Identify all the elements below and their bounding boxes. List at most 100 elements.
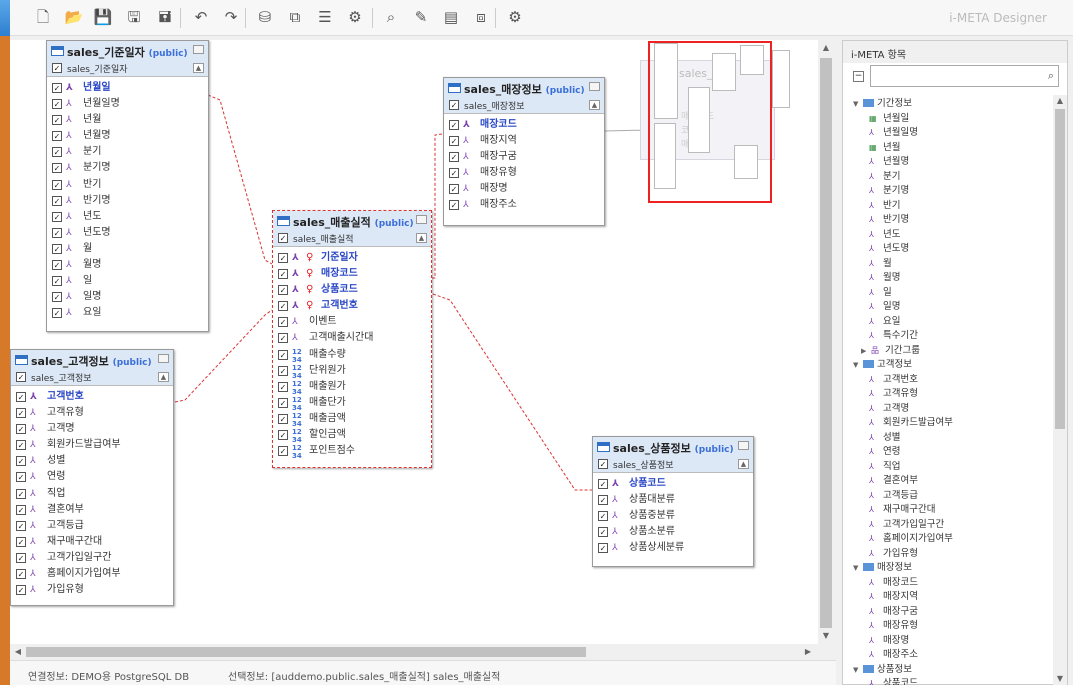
tree-item[interactable]: ▦년월	[869, 141, 900, 156]
table-header[interactable]: sales_상품정보 (public)	[593, 437, 753, 456]
column-row[interactable]: ✓⅄일명	[47, 289, 208, 305]
tree-item[interactable]: ⅄고객등급	[869, 489, 918, 504]
column-row[interactable]: ✓⅄가입유형	[11, 582, 173, 598]
column-row[interactable]: ✓⅄♀고객번호	[273, 298, 431, 314]
column-row[interactable]: ✓⅄고객명	[11, 421, 173, 437]
column-checkbox[interactable]: ✓	[278, 349, 288, 360]
table-checkbox[interactable]: ✓	[449, 100, 459, 110]
table-checkbox[interactable]: ✓	[52, 63, 62, 73]
column-row[interactable]: ✓⅄직업	[11, 486, 173, 502]
column-checkbox[interactable]: ✓	[449, 136, 459, 147]
tree-item[interactable]: ⅄일	[869, 286, 892, 301]
column-checkbox[interactable]: ✓	[278, 413, 288, 424]
column-checkbox[interactable]: ✓	[52, 195, 62, 206]
column-row[interactable]: ✓⅄매장지역	[444, 133, 604, 149]
column-row[interactable]: ✓⅄년월명	[47, 128, 208, 144]
table-date[interactable]: sales_기준일자 (public)✓sales_기준일자▲✓⅄년월일✓⅄년월…	[46, 40, 209, 332]
column-checkbox[interactable]: ✓	[16, 585, 26, 596]
column-row[interactable]: ✓⅄상품상세분류	[593, 540, 753, 556]
tree-item[interactable]: ⅄년도명	[869, 242, 909, 257]
tree-item[interactable]: ⅄성별	[869, 431, 900, 446]
column-checkbox[interactable]: ✓	[449, 168, 459, 179]
save-settings-icon[interactable]: 🖬	[158, 8, 172, 26]
column-checkbox[interactable]: ✓	[16, 569, 26, 580]
column-checkbox[interactable]: ✓	[52, 276, 62, 287]
tree-folder[interactable]: ▼상품정보	[853, 663, 912, 678]
table-store[interactable]: sales_매장정보 (public)✓sales_매장정보▲✓⅄매장코드✓⅄매…	[443, 77, 605, 226]
column-row[interactable]: ✓⅄월명	[47, 257, 208, 273]
tree-item[interactable]: ⅄매장구굼	[869, 605, 918, 620]
column-checkbox[interactable]: ✓	[598, 527, 608, 538]
tree-folder[interactable]: ▼고객정보	[853, 358, 912, 373]
column-checkbox[interactable]: ✓	[278, 446, 288, 457]
tree-item[interactable]: ⅄직업	[869, 460, 900, 475]
column-checkbox[interactable]: ✓	[449, 200, 459, 211]
column-row[interactable]: ✓⅄매장명	[444, 181, 604, 197]
column-checkbox[interactable]: ✓	[16, 440, 26, 451]
column-row[interactable]: ✓⅄♀기준일자	[273, 250, 431, 266]
column-checkbox[interactable]: ✓	[16, 552, 26, 563]
document-edit-icon[interactable]: ✎	[414, 8, 428, 26]
column-checkbox[interactable]: ✓	[278, 333, 288, 344]
collapse-all-icon[interactable]: −	[853, 71, 864, 82]
column-checkbox[interactable]: ✓	[52, 83, 62, 93]
column-row[interactable]: ✓⅄고객유형	[11, 405, 173, 421]
column-checkbox[interactable]: ✓	[278, 285, 288, 296]
table-customer[interactable]: sales_고객정보 (public)✓sales_고객정보▲✓⅄고객번호✓⅄고…	[10, 349, 174, 606]
canvas-vertical-thumb[interactable]	[820, 58, 832, 628]
tree-item[interactable]: ⅄년월일명	[869, 126, 918, 141]
network-icon[interactable]: ⧈	[476, 8, 486, 26]
table-checkbox[interactable]: ✓	[598, 459, 608, 469]
schema-tree-icon[interactable]: ⧉	[289, 8, 301, 26]
column-checkbox[interactable]: ✓	[598, 511, 608, 522]
redo-icon[interactable]: ↷	[224, 8, 238, 26]
column-row[interactable]: ✓⅄년월	[47, 112, 208, 128]
tree-folder[interactable]: ▼기간정보	[853, 97, 912, 112]
table-checkbox[interactable]: ✓	[278, 233, 288, 243]
column-row[interactable]: ✓⅄고객매출시간대	[273, 330, 431, 346]
expand-arrow-icon[interactable]: ▼	[853, 100, 859, 108]
tree-item[interactable]: ⅄매장지역	[869, 590, 918, 605]
panel-scroll-up-icon[interactable]: ▲	[1056, 96, 1064, 105]
tree-item[interactable]: ⅄년도	[869, 228, 900, 243]
column-row[interactable]: ✓⅄고객번호	[11, 389, 173, 405]
column-checkbox[interactable]: ✓	[52, 179, 62, 190]
column-row[interactable]: ✓⅄매장주소	[444, 197, 604, 213]
column-checkbox[interactable]: ✓	[52, 227, 62, 238]
column-checkbox[interactable]: ✓	[598, 495, 608, 506]
column-row[interactable]: ✓⅄상품중분류	[593, 508, 753, 524]
minimap-viewport[interactable]	[648, 41, 772, 203]
tree-item[interactable]: ⅄요일	[869, 315, 900, 330]
tree-item[interactable]: ⅄월명	[869, 271, 900, 286]
collapse-table-icon[interactable]: ▲	[738, 459, 749, 469]
collapse-table-icon[interactable]: ▲	[158, 372, 169, 382]
column-checkbox[interactable]: ✓	[52, 131, 62, 142]
scroll-right-icon[interactable]: ▶	[804, 647, 812, 656]
column-row[interactable]: ✓⅄매장구굼	[444, 149, 604, 165]
column-checkbox[interactable]: ✓	[52, 99, 62, 110]
column-row[interactable]: ✓⅄회원카드발급여부	[11, 437, 173, 453]
save-as-icon[interactable]: 🖫	[127, 8, 141, 26]
tree-item[interactable]: ⅄상품코드	[869, 677, 918, 685]
table-header[interactable]: sales_기준일자 (public)	[47, 41, 208, 60]
panel-scroll-down-icon[interactable]: ▼	[1056, 674, 1064, 683]
column-checkbox[interactable]: ✓	[278, 317, 288, 328]
tree-item[interactable]: ⅄반기명	[869, 213, 909, 228]
db-search-icon[interactable]: ⌕	[386, 8, 396, 26]
table-menu-icon[interactable]	[589, 82, 600, 91]
tree-item[interactable]: ⅄반기	[869, 199, 900, 214]
expand-arrow-icon[interactable]: ▼	[853, 564, 859, 572]
tree-item[interactable]: ⅄일명	[869, 300, 900, 315]
column-checkbox[interactable]: ✓	[52, 260, 62, 271]
column-checkbox[interactable]: ✓	[52, 147, 62, 158]
column-row[interactable]: ✓⅄고객가입일구간	[11, 550, 173, 566]
report-icon[interactable]: ▤	[443, 8, 459, 26]
column-checkbox[interactable]: ✓	[449, 152, 459, 163]
column-checkbox[interactable]: ✓	[52, 115, 62, 126]
table-fact[interactable]: sales_매출실적 (public)✓sales_매출실적▲✓⅄♀기준일자✓⅄…	[272, 210, 432, 468]
new-file-icon[interactable]: 🗋	[36, 8, 50, 26]
